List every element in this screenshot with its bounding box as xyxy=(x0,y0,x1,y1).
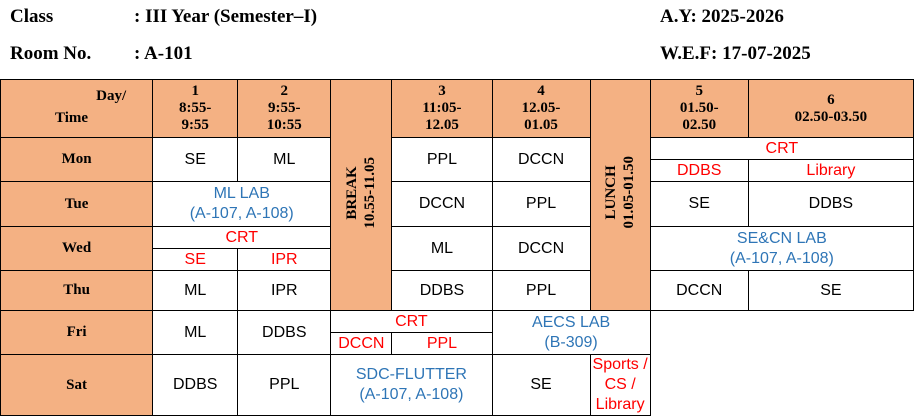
period-4-header: 4 12.05- 01.05 xyxy=(491,79,591,138)
period-6-header: 6 02.50-03.50 xyxy=(747,79,915,138)
sat-p1: DDBS xyxy=(152,354,239,416)
wef-date: W.E.F: 17-07-2025 xyxy=(660,43,811,64)
sat-p5: SE xyxy=(491,354,591,416)
room-value: : A-101 xyxy=(134,43,193,64)
class-value: : III Year (Semester–I) xyxy=(134,6,318,27)
tue-p5: SE xyxy=(649,181,749,227)
day-sat: Sat xyxy=(0,354,154,416)
room-label: Room No. xyxy=(10,43,92,64)
tue-p3: DCCN xyxy=(391,181,493,227)
thu-p1: ML xyxy=(152,270,239,311)
mon-p6: Library xyxy=(747,159,915,182)
day-mon: Mon xyxy=(0,137,154,182)
fri-aecs-lab: AECS LAB (B-309) xyxy=(491,310,651,355)
mon-p3: PPL xyxy=(391,137,493,182)
tue-p6: DDBS xyxy=(747,181,915,227)
tue-p4: PPL xyxy=(491,181,591,227)
wed-p4: DCCN xyxy=(491,226,591,271)
fri-p3: DCCN xyxy=(330,332,393,355)
day-time-header: Day/ Time xyxy=(0,79,154,138)
thu-p2: IPR xyxy=(237,270,332,311)
day-tue: Tue xyxy=(0,181,154,227)
thu-p4: PPL xyxy=(491,270,591,311)
tue-ml-lab: ML LAB (A-107, A-108) xyxy=(152,181,332,227)
period-5-header: 5 01.50- 02.50 xyxy=(649,79,749,138)
thu-p3: DDBS xyxy=(391,270,493,311)
mon-p4: DCCN xyxy=(491,137,591,182)
period-1-header: 1 8:55- 9:55 xyxy=(152,79,239,138)
sat-p2: PPL xyxy=(237,354,332,416)
wed-p1: SE xyxy=(152,248,239,271)
thu-p6: SE xyxy=(747,270,915,311)
wed-p3: ML xyxy=(391,226,493,271)
wed-p2: IPR xyxy=(237,248,332,271)
mon-p2: ML xyxy=(237,137,332,182)
day-wed: Wed xyxy=(0,226,154,271)
class-label: Class xyxy=(10,6,54,27)
fri-crt: CRT xyxy=(330,310,493,333)
period-2-header: 2 9:55- 10:55 xyxy=(237,79,332,138)
mon-p5: DDBS xyxy=(649,159,749,182)
wed-secn-lab: SE&CN LAB (A-107, A-108) xyxy=(649,226,915,271)
day-thu: Thu xyxy=(0,270,154,311)
timetable: Day/ Time 1 8:55- 9:55 2 9:55- 10:55 BRE… xyxy=(0,79,915,416)
day-fri: Fri xyxy=(0,310,154,355)
fri-p2: DDBS xyxy=(237,310,332,355)
mon-crt: CRT xyxy=(649,137,915,160)
fri-p1: ML xyxy=(152,310,239,355)
fri-p4: PPL xyxy=(391,332,493,355)
day-label: Day/ xyxy=(96,88,127,104)
period-3-header: 3 11:05- 12.05 xyxy=(391,79,493,138)
sat-sdc-flutter: SDC-FLUTTER (A-107, A-108) xyxy=(330,354,493,416)
thu-p5: DCCN xyxy=(649,270,749,311)
time-label: Time xyxy=(55,110,89,126)
wed-crt: CRT xyxy=(152,226,332,249)
mon-p1: SE xyxy=(152,137,239,182)
sat-p6: Sports / CS / Library xyxy=(589,354,651,416)
academic-year: A.Y: 2025-2026 xyxy=(660,6,784,27)
